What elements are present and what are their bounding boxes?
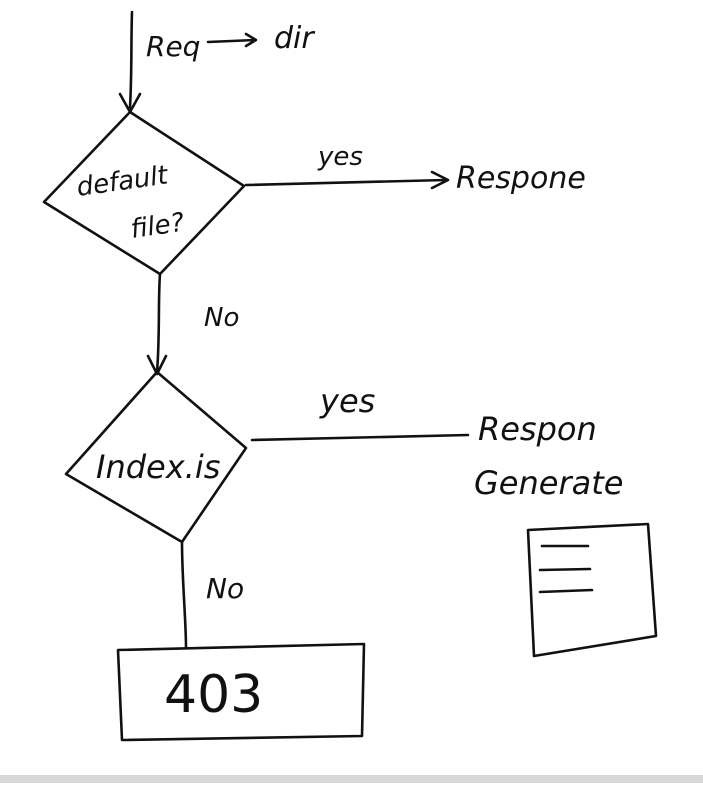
response-2-line2: Generate	[474, 464, 623, 502]
yes-branch-1-label: yes	[317, 142, 363, 172]
dir-label: dir	[274, 21, 315, 56]
request-label: Req	[146, 30, 200, 63]
no-branch-1-label: No	[204, 303, 239, 333]
yes-branch-2-line	[250, 433, 470, 442]
forbidden-box	[116, 642, 366, 742]
generated-page-outline	[526, 522, 658, 658]
bottom-divider	[0, 775, 703, 783]
decision-default-file-line2: file?	[129, 208, 187, 245]
req-to-dir-arrow	[206, 32, 258, 48]
generated-page-lines	[538, 544, 594, 594]
response-2-line1: Respon	[478, 410, 597, 448]
no-branch-2-line	[180, 540, 188, 650]
yes-branch-1-arrow	[244, 170, 450, 190]
response-1-label: Respone	[456, 161, 586, 196]
no-branch-1-arrowhead	[146, 354, 168, 376]
no-branch-1-line	[155, 272, 162, 374]
no-branch-2-label: No	[206, 572, 244, 605]
decision-default-file-line1: default	[75, 160, 171, 203]
forbidden-status-label: 403	[164, 665, 263, 725]
yes-branch-2-label: yes	[319, 382, 375, 420]
decision-index-label: Index.is	[96, 448, 220, 486]
request-entry-line	[128, 10, 134, 110]
